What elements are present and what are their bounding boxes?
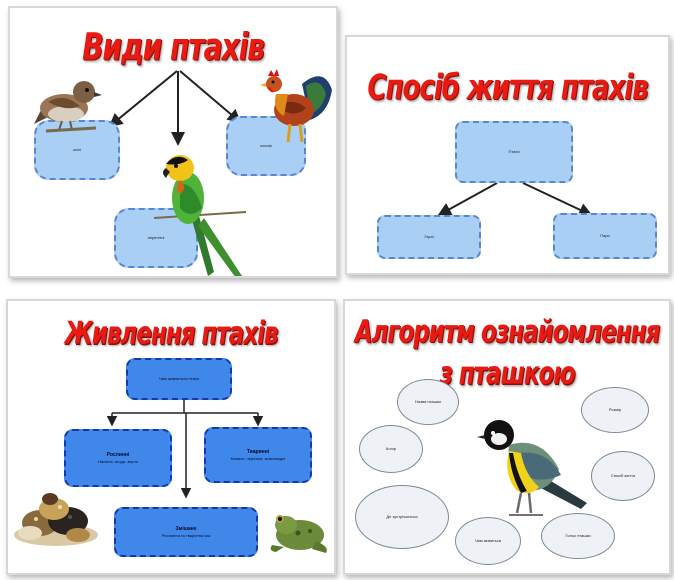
feeding-root-box: Чим живляться птахи — [126, 358, 232, 400]
title-line-1: Алгоритм ознайомлення — [354, 314, 660, 350]
feeding-mixed-box: Змішане Рослинна та тваринна їжа — [114, 507, 258, 557]
algorithm-oval: Розмір — [581, 387, 649, 433]
oval-label: Чим живиться — [474, 538, 502, 544]
box-pairs: Пари — [553, 213, 657, 259]
oval-label: Голос пташки — [565, 533, 591, 539]
algorithm-oval: Голос пташки — [541, 513, 615, 559]
box-label: Пари — [600, 233, 610, 239]
algorithm-oval: Де зустрічається — [355, 485, 449, 549]
connector-arrows — [108, 70, 242, 146]
oval-label: Розмір — [608, 407, 622, 413]
slide-title: Спосіб життя птахів — [367, 67, 648, 109]
slide-title: Живлення птахів — [64, 316, 279, 352]
box-label: осілі — [72, 147, 82, 153]
algorithm-oval: Колір — [359, 425, 423, 473]
box-text: Рослинна та тваринна їжа — [161, 532, 211, 538]
rooster-image — [260, 69, 332, 143]
frog-image — [270, 515, 327, 553]
oval-label: Де зустрічається — [386, 514, 418, 520]
type-box-nomadic: кочові — [226, 116, 306, 176]
oval-label: Назва пташки — [415, 399, 441, 405]
box-heading: Змішане — [175, 526, 197, 533]
feeding-plant-box: Рослинні Насіння, ягоди, зерно — [64, 429, 172, 487]
connector-lines — [106, 399, 264, 499]
oval-label: Спосіб життя — [610, 473, 636, 479]
slide-bird-algorithm[interactable]: Алгоритм ознайомлення з пташкою Назва пт… — [343, 299, 671, 575]
box-heading: Рослинні — [106, 452, 130, 459]
oval-label: Колір — [386, 446, 396, 452]
box-label: Зграї — [424, 234, 434, 240]
connector-arrows — [437, 182, 593, 217]
sparrow-image — [34, 81, 102, 133]
title-line-2: з пташкою — [439, 356, 575, 392]
parrot-image — [153, 155, 247, 276]
box-heading: Тваринні — [246, 449, 270, 456]
box-label: Птахи — [508, 149, 520, 155]
box-flocks: Зграї — [377, 215, 481, 259]
feeding-animal-box: Тваринні Комахи, черв'яки, земноводні — [204, 427, 312, 483]
great-tit-image — [477, 420, 587, 516]
box-text: Комахи, черв'яки, земноводні — [230, 455, 286, 461]
box-label: кочові — [260, 143, 272, 149]
seeds-image — [14, 493, 98, 546]
box-text: Насіння, ягоди, зерно — [98, 458, 138, 464]
algorithm-oval: Спосіб життя — [591, 451, 655, 501]
slide-title: Види птахів — [82, 24, 265, 69]
algorithm-oval: Назва пташки — [397, 379, 459, 425]
slide-bird-types[interactable]: Види птахів осілі кочові перелітні — [8, 6, 338, 278]
slide-bird-feeding[interactable]: Живлення птахів Чим живляться птахи Росл… — [6, 299, 336, 575]
box-label: перелітні — [147, 235, 165, 241]
box-text: Чим живляться птахи — [159, 376, 199, 382]
slide-bird-lifestyle[interactable]: Спосіб життя птахів Птахи Зграї Пари — [345, 35, 670, 275]
slide-title: Алгоритм ознайомлення з пташкою — [345, 312, 669, 396]
box-birds: Птахи — [455, 121, 573, 183]
algorithm-oval: Чим живиться — [455, 517, 521, 565]
